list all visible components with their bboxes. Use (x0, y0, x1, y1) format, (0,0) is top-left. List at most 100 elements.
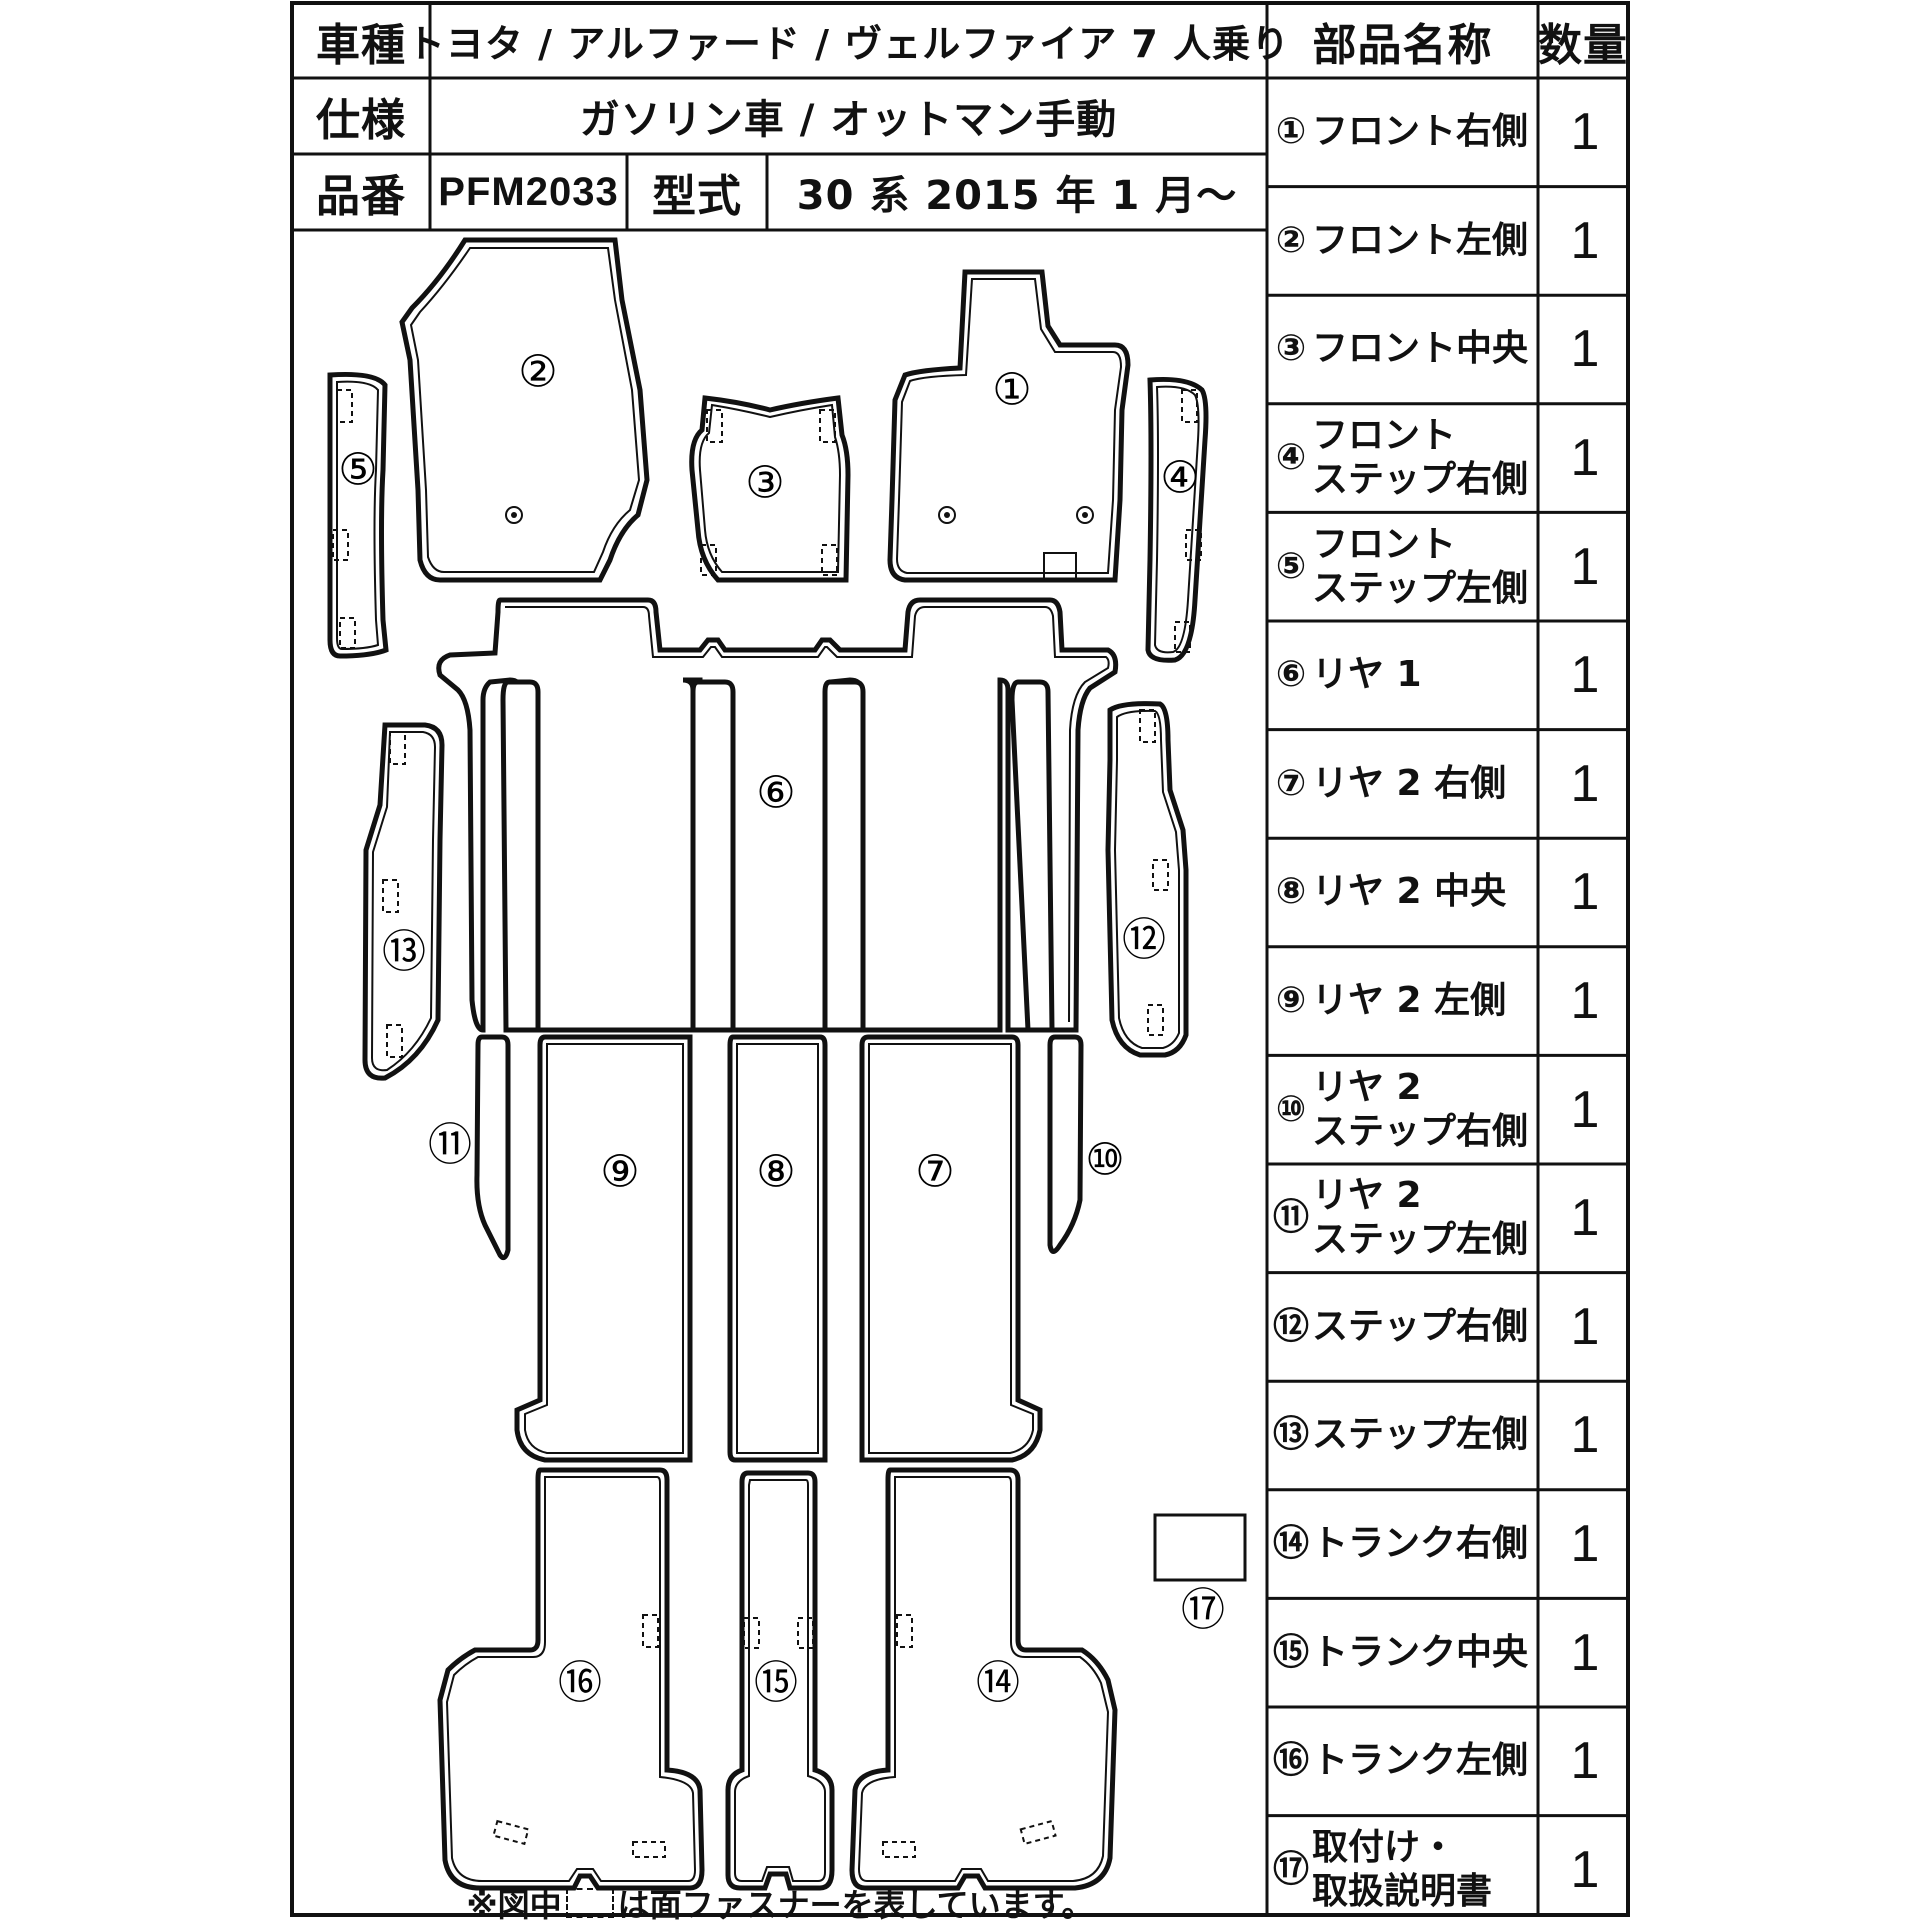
part-name-line: 取付け・ (1312, 1826, 1457, 1868)
label-7: ⑦ (915, 1147, 954, 1198)
label-13: ⑬ (382, 927, 426, 978)
mat-piece-4: ④ (1145, 377, 1209, 663)
fastener-legend-icon (565, 1888, 614, 1918)
part-name: トランク左側 (1312, 1739, 1528, 1783)
label-10: ⑩ (1085, 1135, 1124, 1186)
part-name: フロントステップ左側 (1312, 523, 1528, 611)
part-name: ステップ右側 (1312, 1305, 1528, 1349)
mat-piece-9: ⑨ (514, 1034, 693, 1463)
qty-header: 数量 (1538, 19, 1628, 71)
label-3: ③ (745, 458, 784, 509)
label-9: ⑨ (600, 1147, 639, 1198)
part-name-line: ステップ右側 (1312, 459, 1529, 501)
part-quantity: 1 (1570, 1189, 1600, 1248)
part-number: ⑥ (1275, 654, 1307, 696)
spec-label: 仕様 (316, 95, 406, 146)
vehicle-label: 車種 (316, 19, 406, 71)
part-name: 取付け・取扱説明書 (1312, 1826, 1492, 1914)
label-1: ① (992, 365, 1031, 416)
mat-piece-16: ⑯ (437, 1467, 705, 1891)
part-number: ⑮ (1272, 1631, 1309, 1673)
part-name-line: トランク右側 (1312, 1523, 1529, 1565)
part-quantity: 1 (1570, 320, 1600, 379)
label-14: ⑭ (976, 1658, 1020, 1709)
part-quantity: 1 (1570, 1623, 1600, 1682)
spec-value: ガソリン車 / オットマン手動 (579, 97, 1118, 143)
part-number: ⑫ (1272, 1305, 1309, 1347)
mat-piece-3: ③ (689, 395, 851, 583)
part-quantity: 1 (1570, 429, 1600, 488)
label-17: ⑰ (1181, 1585, 1225, 1636)
label-5: ⑤ (338, 445, 377, 496)
label-8: ⑧ (756, 1147, 795, 1198)
part-number: ④ (1275, 437, 1307, 479)
part-name-line: リヤ 2 右側 (1312, 762, 1507, 804)
part-name-line: リヤ 1 (1312, 654, 1422, 696)
mat-piece-1: ① (887, 269, 1131, 583)
part-number-value: PFM2033 (438, 169, 619, 214)
mat-piece-8: ⑧ (727, 1034, 828, 1463)
part-name-line: トランク中央 (1312, 1631, 1529, 1673)
mat-piece-10: ⑩ (1047, 1034, 1125, 1254)
model-label: 型式 (652, 171, 742, 222)
mat-piece-13: ⑬ (362, 722, 445, 1081)
part-name-line: ステップ左側 (1312, 1219, 1529, 1261)
part-quantity: 1 (1570, 1732, 1600, 1791)
part-name: フロント右側 (1312, 110, 1528, 154)
part-number: ⑯ (1272, 1740, 1309, 1782)
part-number: ① (1275, 111, 1307, 153)
part-quantity: 1 (1570, 646, 1600, 705)
part-name-line: ステップ左側 (1312, 1414, 1529, 1456)
part-number: ⑩ (1275, 1088, 1307, 1130)
part-name-line: ステップ左側 (1312, 567, 1529, 609)
part-number: ⑬ (1272, 1414, 1309, 1456)
part-quantity: 1 (1570, 863, 1600, 922)
part-number: ③ (1275, 328, 1307, 370)
part-number: ⑧ (1275, 871, 1307, 913)
part-name: フロントステップ右側 (1312, 414, 1528, 502)
fastener-note: ※図中 は面ファスナーを表しています。 (300, 1880, 1260, 1926)
part-name-line: ステップ右側 (1312, 1305, 1529, 1347)
part-name: ステップ左側 (1312, 1413, 1528, 1457)
part-quantity: 1 (1570, 1406, 1600, 1465)
part-quantity: 1 (1570, 1080, 1600, 1139)
part-name-line: リヤ 2 左側 (1312, 980, 1507, 1022)
part-name: フロント左側 (1312, 219, 1528, 263)
part-name-line: リヤ 2 中央 (1312, 871, 1507, 913)
part-number-label: 品番 (316, 171, 406, 222)
mat-piece-12: ⑫ (1105, 701, 1189, 1058)
part-name-line: ステップ右側 (1312, 1110, 1529, 1152)
parts-name-header: 部品名称 (1312, 19, 1493, 71)
part-name-line: フロント左側 (1312, 219, 1529, 261)
part-quantity: 1 (1570, 1840, 1600, 1899)
part-number: ⑪ (1272, 1197, 1309, 1239)
part-name: トランク右側 (1312, 1522, 1528, 1566)
part-name-line: 取扱説明書 (1312, 1870, 1493, 1912)
mat-piece-11: ⑪ (428, 1034, 511, 1261)
part-quantity: 1 (1570, 972, 1600, 1031)
part-name-line: フロント (1312, 415, 1457, 457)
part-quantity: 1 (1570, 1515, 1600, 1574)
part-name-line: フロント中央 (1312, 328, 1529, 370)
part-name-line: フロント (1312, 523, 1457, 565)
part-quantity: 1 (1570, 103, 1600, 162)
part-number: ⑨ (1275, 980, 1307, 1022)
part-quantity: 1 (1570, 1297, 1600, 1356)
mat-piece-14: ⑭ (849, 1467, 1118, 1891)
mat-piece-6: ⑥ (436, 597, 1119, 1033)
mat-piece-7: ⑦ (859, 1034, 1043, 1463)
part-name: リヤ 1 (1312, 653, 1422, 697)
